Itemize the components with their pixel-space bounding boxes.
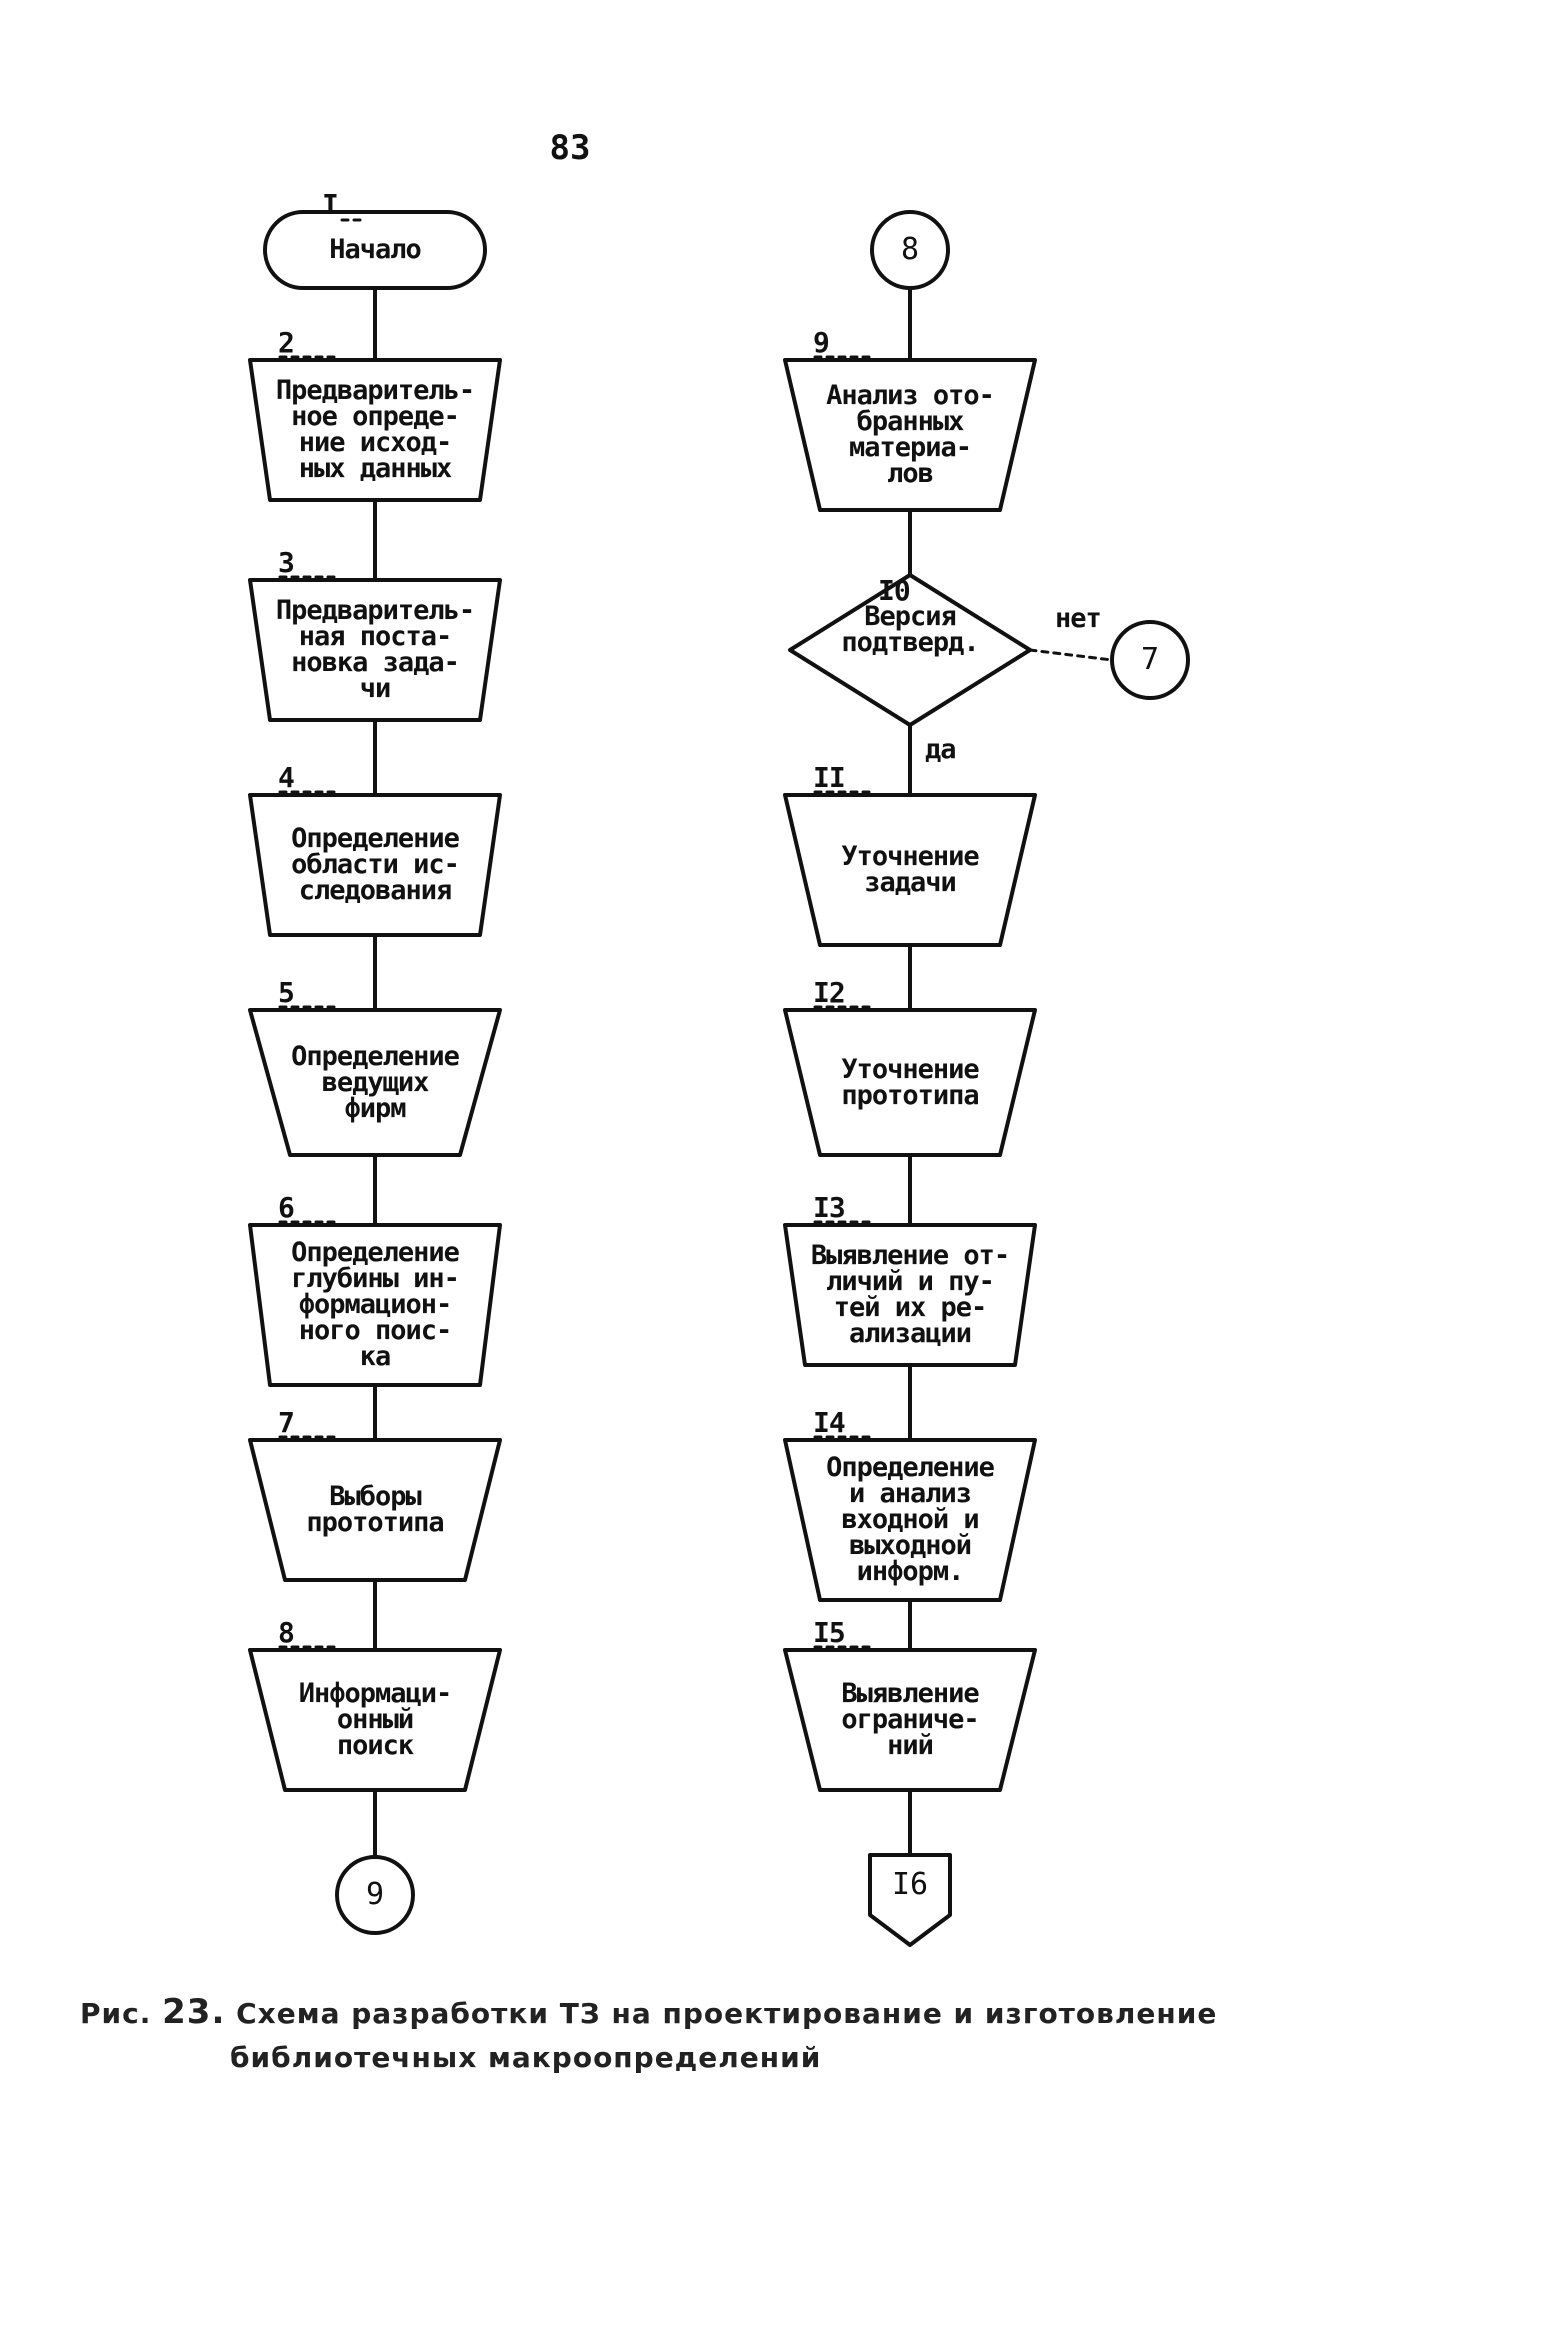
node-number-11: II <box>813 761 846 794</box>
node-label-15: Выявление ограниче- ний <box>841 1678 979 1761</box>
connector-label-c-top-right: 8 <box>900 232 920 267</box>
node-label-13: Выявление от- личий и пу- тей их ре- али… <box>810 1240 1010 1349</box>
connector-c-no-target <box>1110 620 1190 700</box>
connector-c-top-right <box>870 210 950 290</box>
process-shape-2 <box>248 358 502 502</box>
node-label-6: Определение глубины ин- формацион- ного … <box>291 1237 460 1372</box>
process-shape-4 <box>248 793 502 937</box>
node-number-8: 8 <box>278 1616 295 1649</box>
node-number-7: 7 <box>278 1406 295 1439</box>
node-number-2: 2 <box>278 326 295 359</box>
terminal-start-shape <box>263 210 487 290</box>
node-label-12: Уточнение прототипа <box>841 1053 979 1111</box>
process-shape-6 <box>248 1223 502 1387</box>
node-number-12: I2 <box>813 976 846 1009</box>
node-label-9: Анализ ото- бранных материа- лов <box>826 380 995 489</box>
process-shape-9 <box>783 358 1037 512</box>
node-number-4: 4 <box>278 761 295 794</box>
connector-label-c-offpage: I6 <box>891 1867 929 1902</box>
node-number-3: 3 <box>278 546 295 579</box>
process-shape-13 <box>783 1223 1037 1367</box>
edge-line-no <box>1028 648 1114 662</box>
node-label-7: Выборы прототипа <box>306 1481 444 1538</box>
node-label-11: Уточнение задачи <box>841 841 979 898</box>
process-shape-8 <box>248 1648 502 1792</box>
node-label-3: Предваритель- ная поста- новка зада- чи <box>275 595 475 704</box>
node-number-13: I3 <box>813 1191 846 1224</box>
caption-line-2: библиотечных макроопределений <box>230 2041 822 2074</box>
process-shape-5 <box>248 1008 502 1157</box>
node-label-14: Определение и анализ входной и выходной … <box>826 1452 995 1587</box>
process-shape-12 <box>783 1008 1037 1157</box>
process-shape-3 <box>248 578 502 722</box>
node-number-6: 6 <box>278 1191 295 1224</box>
node-number-15: I5 <box>813 1616 846 1649</box>
edge-label-no: нет <box>1055 603 1102 634</box>
node-label-1: Начало <box>329 234 422 265</box>
node-number-1: I <box>322 188 339 221</box>
node-label-4: Определение области ис- следования <box>291 823 460 906</box>
caption-line-1: Схема разработки ТЗ на проектирование и … <box>236 1997 1218 2030</box>
figure-caption: Рис. 23. Схема разработки ТЗ на проектир… <box>80 1990 1280 2080</box>
decision-shape <box>788 573 1032 727</box>
node-number-14: I4 <box>813 1406 846 1439</box>
connector-label-c-no-target: 7 <box>1140 642 1160 677</box>
node-label-8: Информаци- онный поиск <box>298 1678 453 1761</box>
edge-label-yes: да <box>925 734 957 765</box>
offpage-connector-c-offpage <box>868 1853 952 1947</box>
connector-c-bottom-left <box>335 1855 415 1935</box>
caption-prefix: Рис. <box>80 1997 152 2030</box>
node-number-9: 9 <box>813 326 830 359</box>
connector-label-c-bottom-left: 9 <box>365 1877 385 1912</box>
process-shape-7 <box>248 1438 502 1582</box>
process-shape-11 <box>783 793 1037 947</box>
node-number-5: 5 <box>278 976 295 1009</box>
node-label-5: Определение ведущих фирм <box>291 1040 460 1124</box>
node-label-10: Версия подтверд. <box>841 601 979 658</box>
page-number: 83 <box>549 128 591 168</box>
node-label-2: Предваритель- ное опреде- ние исход- ных… <box>275 375 475 484</box>
process-shape-15 <box>783 1648 1037 1792</box>
process-shape-14 <box>783 1438 1037 1602</box>
node-number-10: I0 <box>878 574 911 607</box>
caption-figure-number: 23. <box>162 1992 226 2032</box>
